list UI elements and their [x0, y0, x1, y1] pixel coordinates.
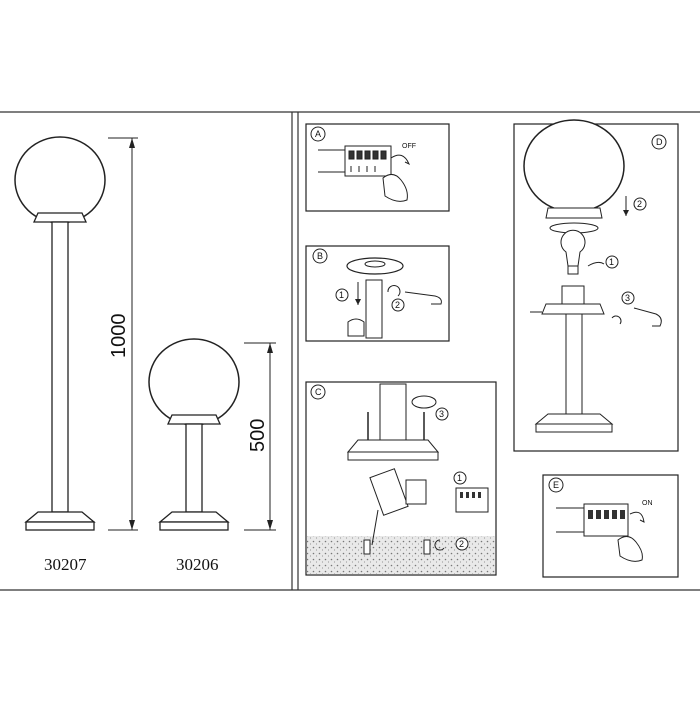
dimension-line-1000 [108, 137, 138, 531]
step-b-label: B [317, 251, 323, 261]
step-c-sub-3: 3 [439, 409, 444, 419]
step-a-panel: A OFF [305, 123, 450, 212]
dimension-line-500 [244, 342, 276, 531]
step-c-sub-1: 1 [457, 473, 462, 483]
step-b-panel: B 1 2 [305, 245, 450, 342]
step-d-sub-1: 1 [609, 257, 614, 267]
height-label-short: 500 [247, 419, 269, 452]
step-d-panel: D 2 1 3 [513, 119, 679, 452]
step-c-label: C [315, 387, 322, 397]
step-d-sub-3: 3 [625, 293, 630, 303]
step-b-sub-1: 1 [339, 290, 344, 300]
step-b-sub-2: 2 [395, 300, 400, 310]
model-code-tall: 30207 [44, 555, 87, 574]
step-a-label: A [315, 129, 321, 139]
step-c-sub-2: 2 [459, 539, 464, 549]
model-code-short: 30206 [176, 555, 219, 574]
step-d-label: D [656, 137, 663, 147]
lamp-tall [14, 136, 106, 531]
step-e-label: E [553, 480, 559, 490]
step-a-off-text: OFF [402, 143, 416, 150]
step-c-panel: C 3 1 2 [305, 381, 497, 576]
height-label-tall: 1000 [108, 314, 130, 359]
step-e-panel: E ON [542, 474, 679, 578]
step-e-on-text: ON [642, 500, 653, 507]
step-d-sub-2: 2 [637, 199, 642, 209]
lamp-short [148, 338, 240, 531]
